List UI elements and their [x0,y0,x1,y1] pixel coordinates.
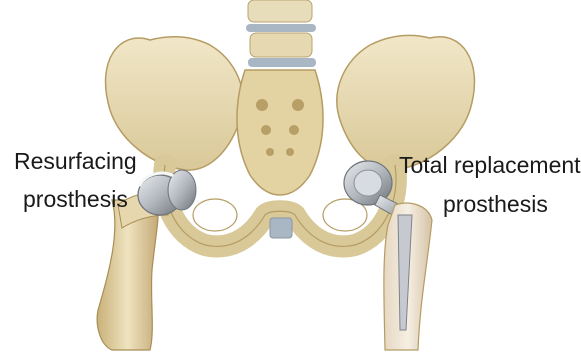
total-replacement-label-line1: Total replacement [399,154,581,177]
resurfacing-label-line1: Resurfacing [14,150,137,173]
total-replacement-label-line2: prosthesis [443,193,548,216]
resurfacing-label-line2: prosthesis [23,188,128,211]
spine [246,0,316,67]
